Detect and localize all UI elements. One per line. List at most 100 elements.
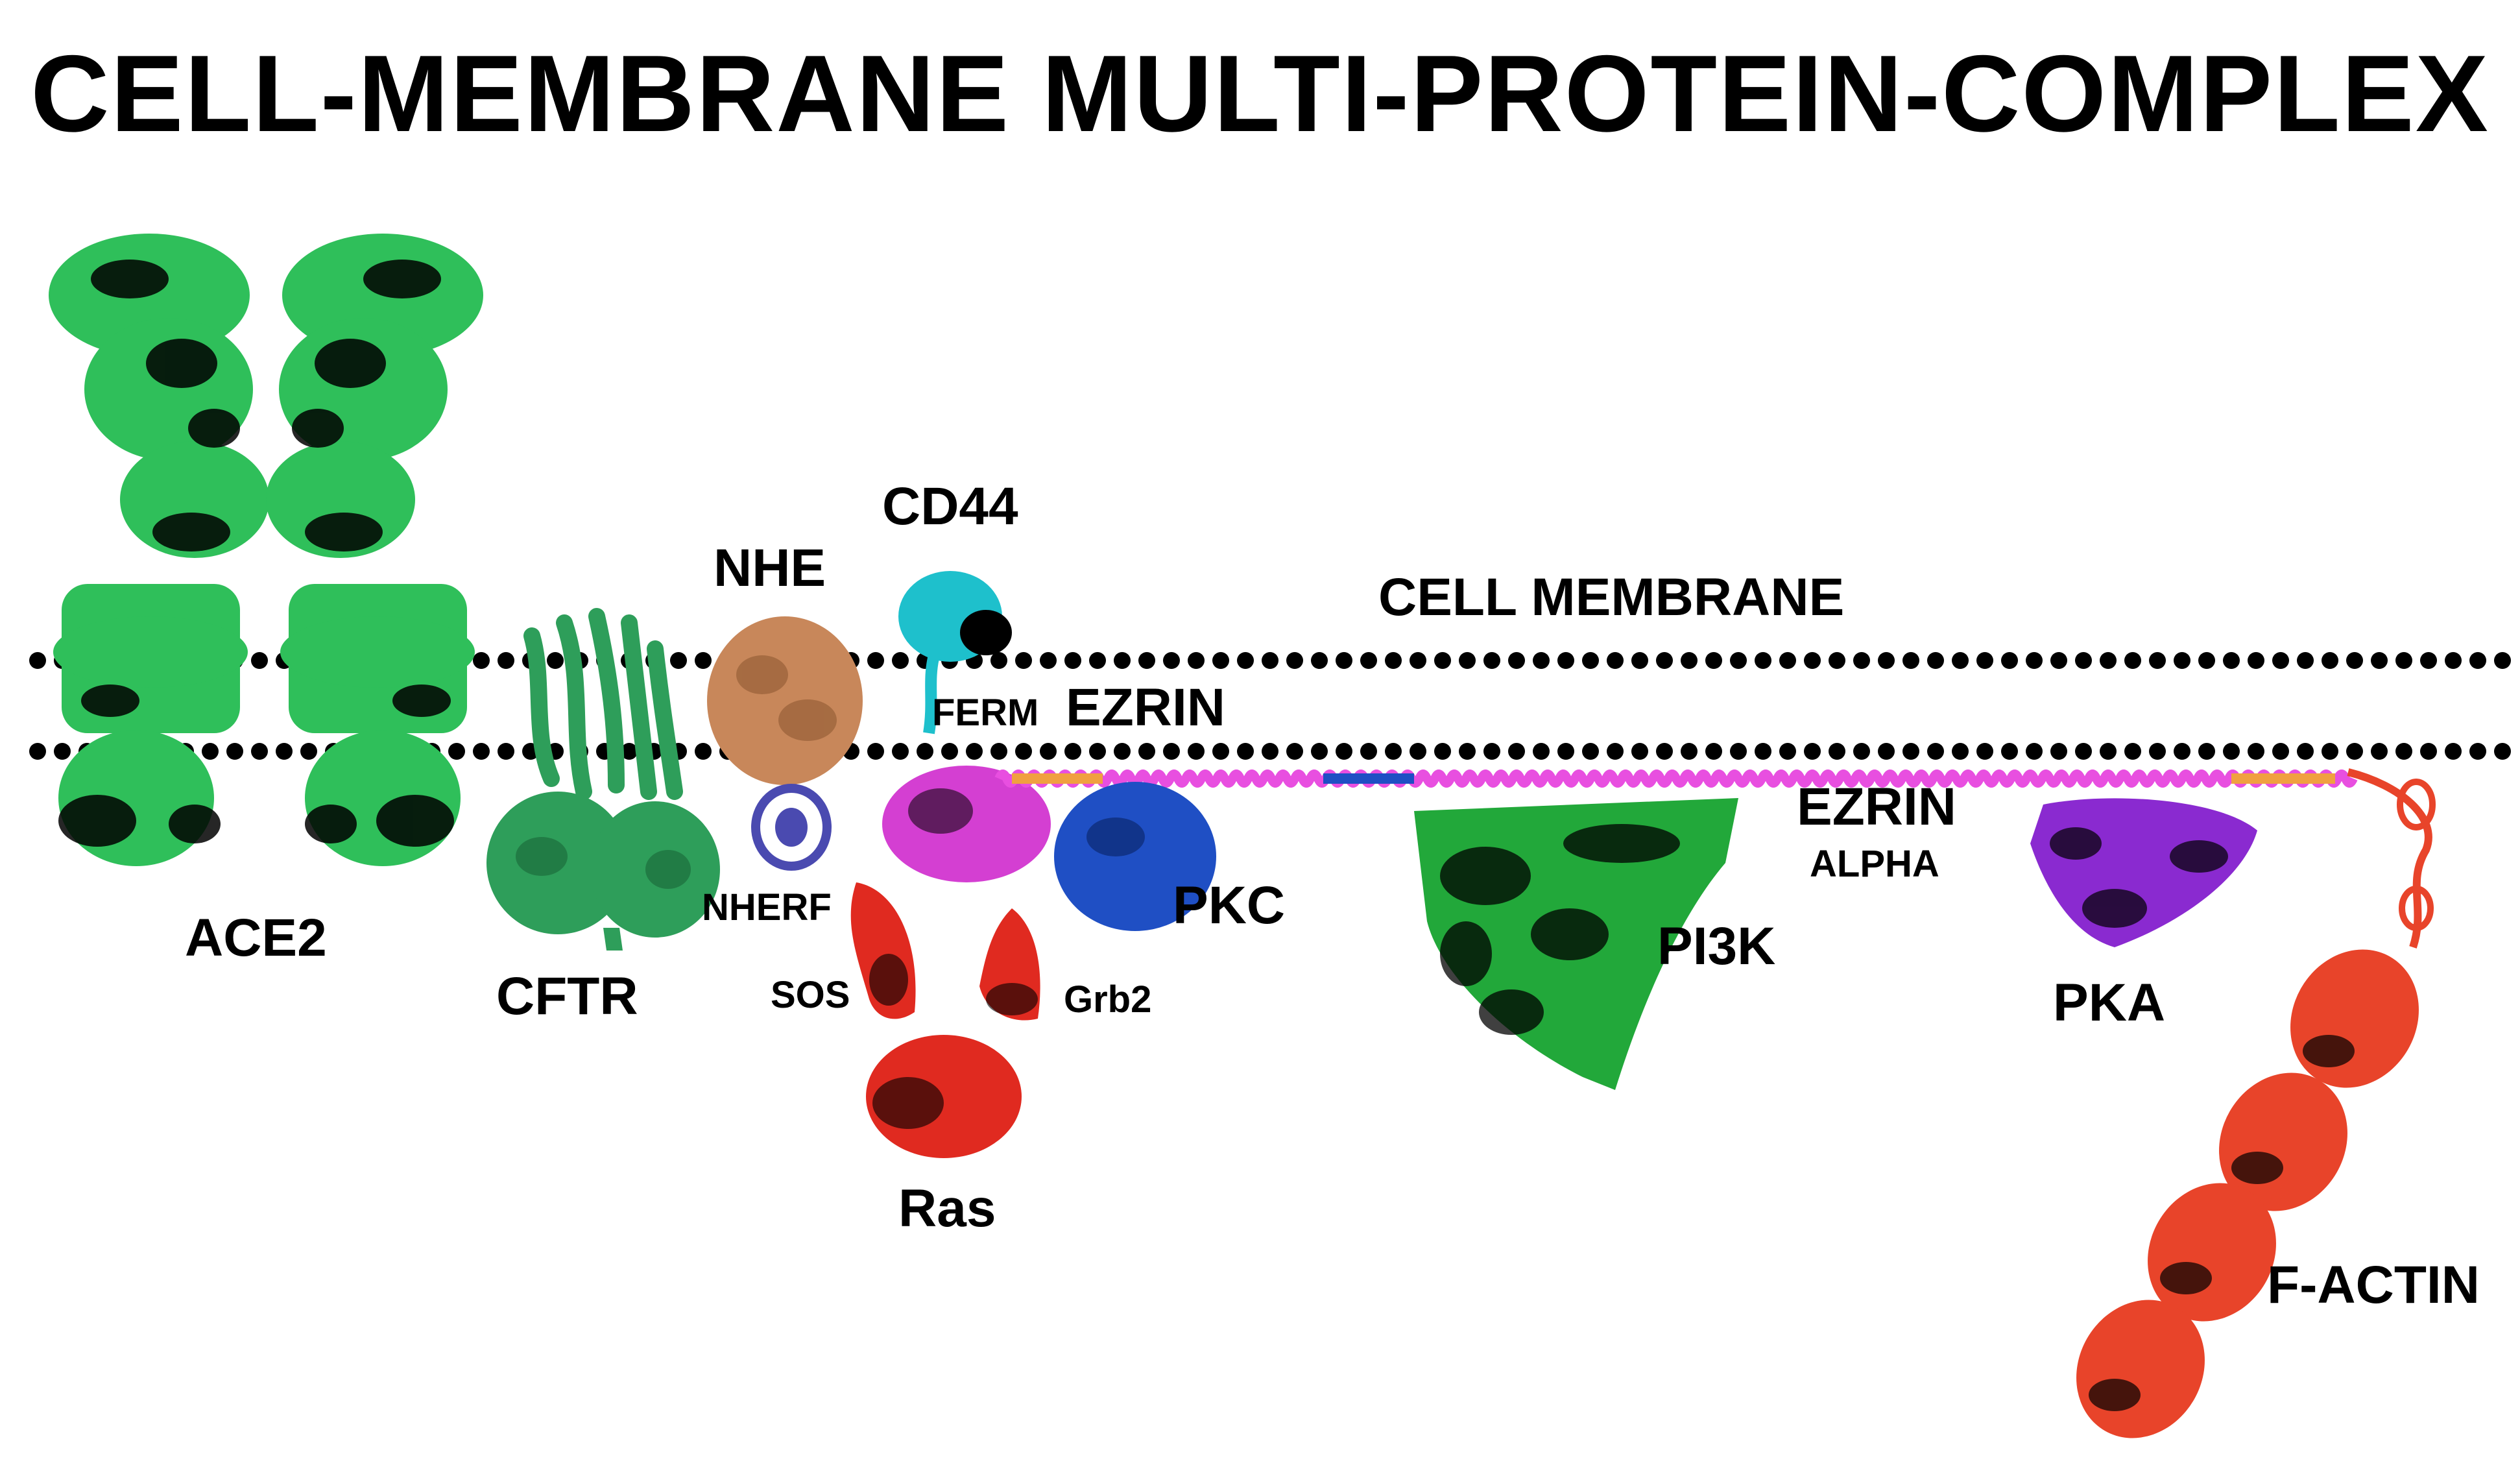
membrane-dot bbox=[1607, 743, 1624, 760]
membrane-dot bbox=[300, 743, 317, 760]
membrane-dot bbox=[498, 743, 514, 760]
membrane-dot bbox=[1089, 652, 1106, 669]
membrane-dot bbox=[1557, 743, 1574, 760]
membrane-dot bbox=[1952, 743, 1969, 760]
membrane-dot bbox=[2124, 743, 2141, 760]
membrane-dot bbox=[1804, 652, 1821, 669]
membrane-dot bbox=[251, 743, 268, 760]
membrane-dot bbox=[941, 743, 958, 760]
membrane-dot bbox=[2469, 652, 2486, 669]
membrane-dot bbox=[1410, 743, 1426, 760]
membrane-dot bbox=[867, 652, 884, 669]
membrane-dot bbox=[547, 652, 564, 669]
membrane-dot bbox=[670, 652, 687, 669]
membrane-dot bbox=[2149, 743, 2166, 760]
membrane-dot bbox=[1705, 743, 1722, 760]
membrane-dot bbox=[2100, 743, 2117, 760]
label-nhe: NHE bbox=[714, 539, 826, 598]
membrane-dot bbox=[1089, 743, 1106, 760]
membrane-dot bbox=[1976, 652, 1993, 669]
membrane-dot bbox=[29, 652, 46, 669]
membrane-dot bbox=[1262, 652, 1278, 669]
membrane-dot bbox=[1804, 743, 1821, 760]
membrane-dot bbox=[1114, 743, 1131, 760]
membrane-dot bbox=[1755, 743, 1771, 760]
membrane-dot bbox=[2420, 652, 2437, 669]
membrane-dot bbox=[2124, 652, 2141, 669]
diagram-title: CELL-MEMBRANE MULTI-PROTEIN-COMPLEX bbox=[30, 32, 2490, 154]
membrane-dot bbox=[2174, 652, 2190, 669]
membrane-dot bbox=[1311, 652, 1328, 669]
membrane-dot bbox=[2371, 652, 2388, 669]
membrane-dot bbox=[226, 743, 243, 760]
membrane-dot bbox=[1927, 743, 1944, 760]
membrane-dot bbox=[1631, 743, 1648, 760]
membrane-dot bbox=[29, 743, 46, 760]
label-sos: SOS bbox=[771, 974, 850, 1016]
membrane-dot bbox=[1878, 652, 1895, 669]
membrane-dot bbox=[448, 743, 465, 760]
membrane-dot bbox=[1015, 743, 1032, 760]
membrane-dot bbox=[1385, 743, 1402, 760]
membrane-dot bbox=[2494, 743, 2511, 760]
membrane-dot bbox=[867, 743, 884, 760]
membrane-dot bbox=[2149, 652, 2166, 669]
label-pkc: PKC bbox=[1173, 876, 1286, 935]
membrane-dot bbox=[1853, 652, 1870, 669]
label-ezrin-top: EZRIN bbox=[1066, 678, 1225, 737]
membrane-dot bbox=[2322, 652, 2338, 669]
membrane-dot bbox=[498, 652, 514, 669]
membrane-dot bbox=[1188, 743, 1205, 760]
membrane-dot bbox=[892, 652, 909, 669]
membrane-dot bbox=[2445, 743, 2462, 760]
membrane-dot bbox=[1360, 652, 1377, 669]
ras-protein-structure-icon bbox=[866, 1035, 1022, 1158]
membrane-dot bbox=[2075, 652, 2092, 669]
membrane-dot bbox=[2445, 652, 2462, 669]
membrane-dot bbox=[966, 743, 983, 760]
membrane-dot bbox=[892, 743, 909, 760]
membrane-dot bbox=[1533, 743, 1550, 760]
membrane-dot bbox=[2075, 743, 2092, 760]
membrane-dot bbox=[1681, 652, 1698, 669]
membrane-dot bbox=[1410, 652, 1426, 669]
label-pi3k: PI3K bbox=[1657, 917, 1776, 976]
cd44-protein-structure-icon bbox=[898, 571, 1012, 734]
membrane-dot bbox=[1064, 652, 1081, 669]
grb2-protein-structure-icon bbox=[979, 908, 1040, 1021]
membrane-dot bbox=[202, 743, 219, 760]
membrane-dot bbox=[2346, 652, 2363, 669]
membrane-dot bbox=[1631, 652, 1648, 669]
label-pka: PKA bbox=[2053, 973, 2166, 1032]
label-ferm: FERM bbox=[932, 692, 1039, 734]
membrane-dot bbox=[2346, 743, 2363, 760]
pkc-protein-structure-icon bbox=[1054, 782, 1216, 931]
membrane-dot bbox=[2395, 652, 2412, 669]
membrane-dot bbox=[990, 652, 1007, 669]
membrane-dot bbox=[276, 743, 293, 760]
membrane-dot bbox=[473, 652, 490, 669]
membrane-dot bbox=[1853, 743, 1870, 760]
membrane-dot bbox=[695, 652, 712, 669]
membrane-dot bbox=[990, 743, 1007, 760]
membrane-dot bbox=[2297, 652, 2314, 669]
membrane-dot bbox=[1705, 652, 1722, 669]
membrane-dot bbox=[2174, 743, 2190, 760]
membrane-dot bbox=[1311, 743, 1328, 760]
nherf-protein-structure-icon bbox=[751, 784, 832, 871]
label-grb2: Grb2 bbox=[1064, 978, 1152, 1021]
label-f-actin: F-ACTIN bbox=[2267, 1255, 2480, 1314]
label-cd44: CD44 bbox=[882, 477, 1018, 536]
ferm-domain-structure-icon bbox=[882, 766, 1051, 882]
membrane-dot bbox=[1533, 652, 1550, 669]
membrane-dot bbox=[1927, 652, 1944, 669]
label-cell-membrane: CELL MEMBRANE bbox=[1378, 568, 1845, 627]
label-nherf: NHERF bbox=[702, 886, 832, 928]
membrane-dot bbox=[1557, 652, 1574, 669]
membrane-dot bbox=[2297, 743, 2314, 760]
membrane-dot bbox=[2494, 652, 2511, 669]
membrane-dot bbox=[1336, 652, 1352, 669]
membrane-dot bbox=[1286, 743, 1303, 760]
membrane-dot bbox=[2469, 743, 2486, 760]
membrane-dot bbox=[2198, 652, 2215, 669]
